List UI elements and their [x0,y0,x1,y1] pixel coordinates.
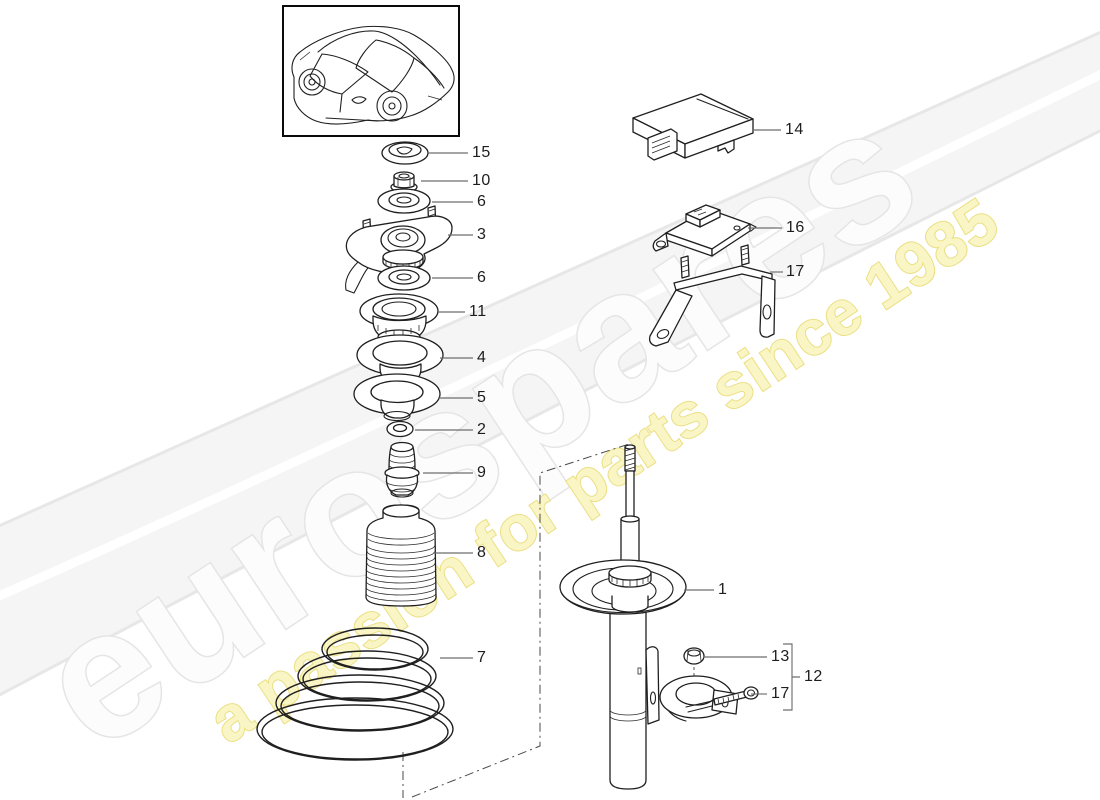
part-callout-9: 9 [477,464,487,481]
washer-part-6-lower [377,265,431,291]
mount-bracket-part-17 [648,244,776,347]
control-unit-part-14 [632,93,754,161]
washer-part-6-upper [377,188,431,214]
strut-part-1 [559,444,687,790]
coil-spring-part-7 [256,627,454,761]
sensor-part-16 [652,204,757,257]
part-callout-15: 15 [472,144,491,161]
part-callout-13: 13 [771,648,790,665]
part-callout-11: 11 [469,303,487,320]
part-callout-6: 6 [477,193,487,210]
car-thumbnail-icon [282,5,460,137]
part-callout-5: 5 [477,389,487,406]
part-callout-12: 12 [804,668,823,685]
part-callout-8: 8 [477,544,487,561]
alignment-dashdot-line [402,443,630,798]
part-callout-2: 2 [477,421,487,438]
part-callout-14: 14 [785,121,804,138]
part-callout-17: 17 [771,685,790,702]
clamp-nut-part-13 [683,647,705,688]
clamp-bolt-part-17 [713,686,759,706]
part-callout-10: 10 [472,172,491,189]
leader-lines [415,129,800,711]
ring-part-2 [386,420,414,438]
part-callout-6: 6 [477,269,487,286]
cap-part-15 [381,141,429,165]
part-callout-3: 3 [477,226,487,243]
part-callout-17: 17 [786,263,805,280]
bump-stop-part-9 [384,441,420,498]
spring-support-part-5 [353,373,441,422]
dust-bellows-part-8 [365,504,437,607]
part-callout-16: 16 [786,219,805,236]
part-callout-7: 7 [477,649,487,666]
background-swoosh [0,30,1100,697]
part-callout-1: 1 [718,581,728,598]
strut-mount-part-3 [345,205,453,294]
part-callout-4: 4 [477,349,487,366]
